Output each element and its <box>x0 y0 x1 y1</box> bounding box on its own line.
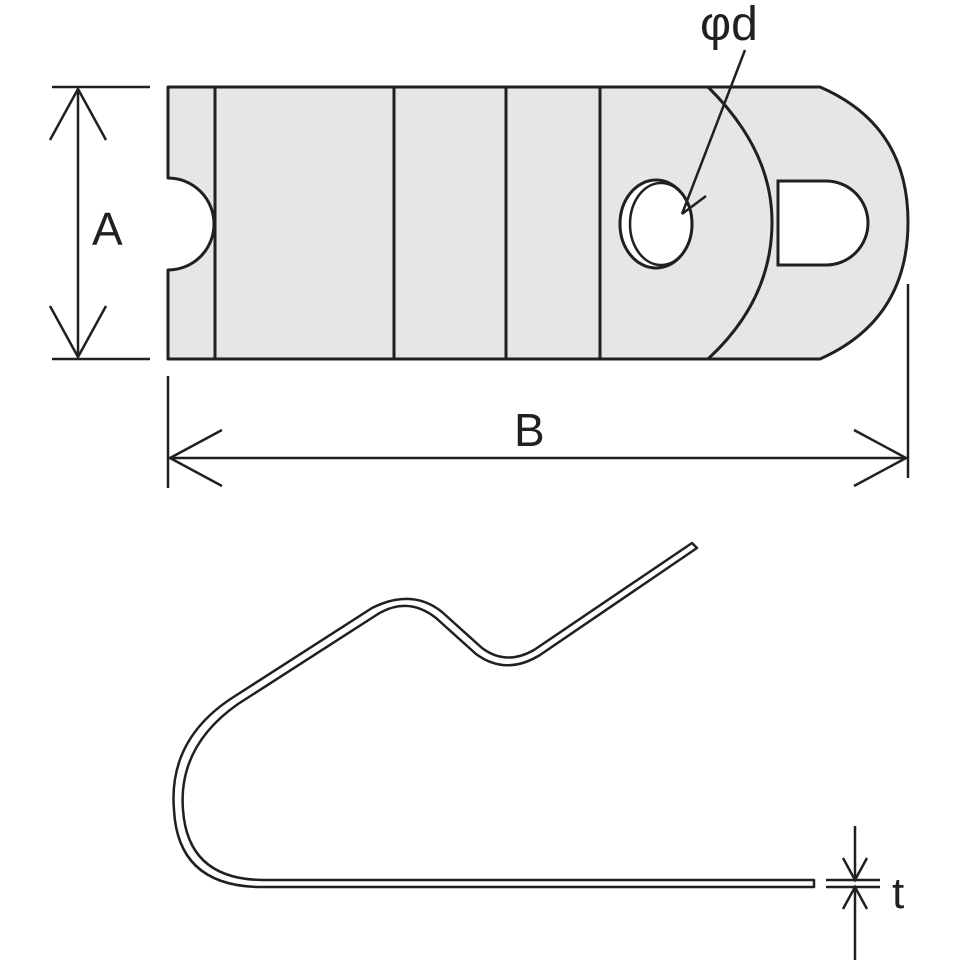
dimension-a-label: A <box>92 203 123 255</box>
dimension-b-label: B <box>514 404 545 456</box>
slot <box>776 179 870 267</box>
dimension-t: t <box>826 826 904 960</box>
dimension-b: B <box>166 284 910 488</box>
hole-leader-tick <box>681 195 707 215</box>
dimension-a: A <box>48 85 150 361</box>
thickness-label: t <box>892 869 904 918</box>
spring-clip-profile <box>172 541 816 889</box>
side-view: t <box>172 541 904 960</box>
top-view: φd A B <box>48 0 910 488</box>
hole-diameter-label: φd <box>700 0 758 51</box>
round-hole <box>618 178 694 270</box>
plate-outline <box>166 85 910 361</box>
bend-curve <box>706 85 774 361</box>
hole-leader-line <box>680 49 747 215</box>
